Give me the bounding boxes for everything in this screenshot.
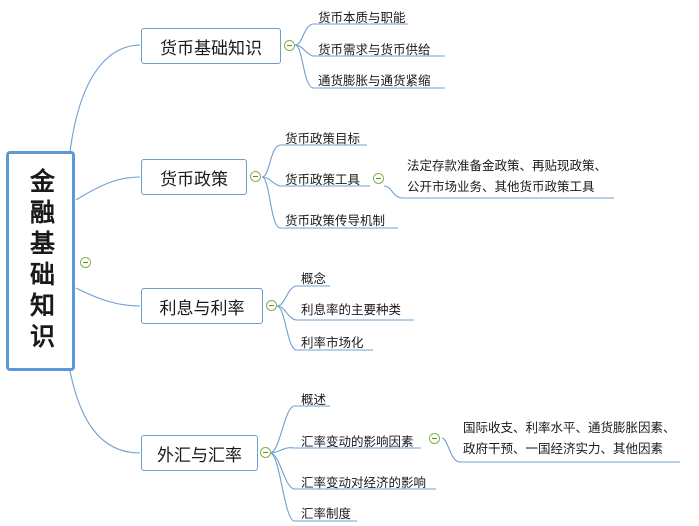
leaf-node[interactable]: 货币政策目标: [285, 131, 361, 146]
connector-root-branch-4: [69, 370, 141, 454]
branch-collapse-icon[interactable]: [284, 40, 295, 51]
connector-b4-c2: [269, 447, 421, 454]
leaf-collapse-icon[interactable]: [429, 433, 440, 444]
root-collapse-icon[interactable]: [80, 257, 91, 268]
note-line: 国际收支、利率水平、通货膨胀因素、: [463, 420, 676, 435]
branch-collapse-icon[interactable]: [266, 300, 277, 311]
branch-label: 外汇与汇率: [157, 445, 242, 466]
leaf-node[interactable]: 汇率变动对经济的影响: [301, 475, 427, 490]
branch-node-monetary-policy[interactable]: 货币政策: [141, 159, 247, 195]
note-line: 法定存款准备金政策、再贴现政策、: [407, 158, 608, 173]
leaf-node[interactable]: 货币政策传导机制: [285, 213, 386, 228]
connector-root-branch-3: [75, 287, 141, 307]
branch-label: 货币基础知识: [160, 38, 262, 59]
connector-b4-note: [441, 437, 680, 463]
root-label: 金融基础知识: [26, 168, 56, 354]
connector-b1-c1: [294, 23, 408, 46]
connector-b1-c3: [294, 44, 445, 89]
connector-root-branch-1: [69, 44, 141, 153]
note-node-policy-tools[interactable]: 法定存款准备金政策、再贴现政策、 公开市场业务、其他货币政策工具: [407, 155, 607, 197]
leaf-node[interactable]: 利息率的主要种类: [301, 302, 402, 317]
branch-collapse-icon[interactable]: [250, 171, 261, 182]
leaf-node[interactable]: 利率市场化: [301, 335, 364, 350]
connector-b4-c1: [269, 405, 330, 454]
leaf-node[interactable]: 通货膨胀与通货紧缩: [318, 73, 431, 88]
leaf-node[interactable]: 汇率制度: [301, 506, 352, 521]
root-node[interactable]: 金融基础知识: [6, 151, 75, 371]
leaf-node[interactable]: 货币需求与货币供给: [318, 42, 431, 57]
connector-b4-c4: [269, 452, 357, 522]
branch-node-interest-rate[interactable]: 利息与利率: [141, 288, 263, 324]
leaf-node[interactable]: 汇率变动的影响因素: [301, 434, 414, 449]
connector-b2-c3: [261, 176, 398, 229]
branch-node-monetary-basics[interactable]: 货币基础知识: [141, 28, 281, 64]
connector-b3-c2: [276, 305, 414, 321]
connector-b2-c1: [261, 144, 367, 178]
branch-label: 利息与利率: [159, 298, 245, 319]
connector-b2-c2: [261, 176, 370, 187]
leaf-node[interactable]: 概念: [301, 271, 327, 286]
branch-label: 货币政策: [160, 169, 228, 190]
connector-b3-c1: [276, 285, 330, 307]
note-line: 政府干预、一国经济实力、其他因素: [463, 441, 664, 456]
connector-b1-c2: [294, 44, 445, 57]
leaf-node[interactable]: 货币政策工具: [285, 172, 361, 187]
leaf-collapse-icon[interactable]: [373, 173, 384, 184]
connector-b3-c3: [276, 305, 373, 351]
leaf-node[interactable]: 货币本质与职能: [318, 10, 406, 25]
note-line: 公开市场业务、其他货币政策工具: [407, 179, 595, 194]
connector-b2-note: [383, 185, 614, 199]
leaf-node[interactable]: 概述: [301, 392, 327, 407]
branch-node-forex[interactable]: 外汇与汇率: [141, 435, 258, 471]
note-node-exchange-factors[interactable]: 国际收支、利率水平、通货膨胀因素、 政府干预、一国经济实力、其他因素: [463, 417, 676, 459]
connector-root-branch-2: [75, 176, 141, 201]
branch-collapse-icon[interactable]: [260, 447, 271, 458]
